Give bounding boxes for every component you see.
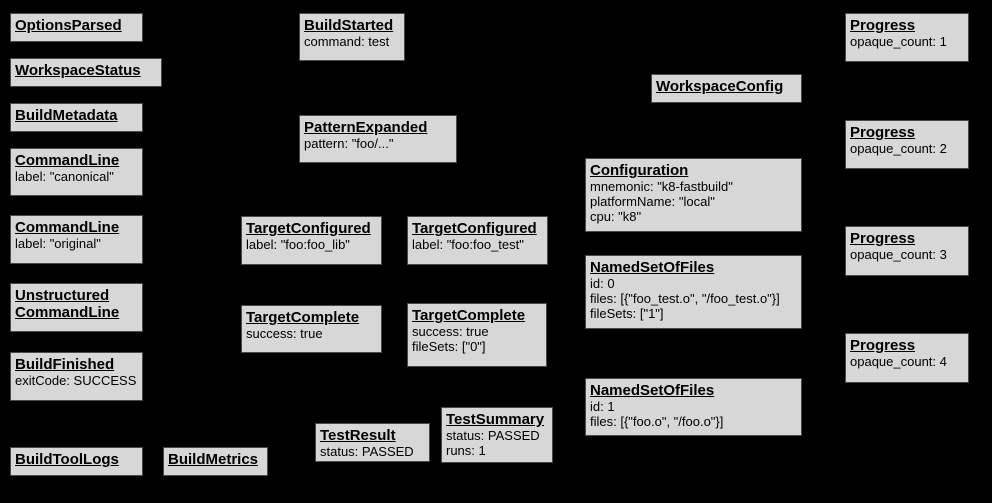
node-build-metadata: BuildMetadata: [10, 103, 143, 132]
node-field: id: 1: [590, 399, 615, 414]
node-title: TargetConfigured: [412, 220, 537, 237]
node-field: fileSets: ["1"]: [590, 306, 664, 321]
node-title: Progress: [850, 337, 916, 354]
node-field: fileSets: ["0"]: [412, 339, 486, 354]
node-title: BuildMetadata: [15, 107, 118, 124]
node-field: opaque_count: 3: [850, 247, 947, 262]
node-field: runs: 1: [446, 443, 486, 458]
node-workspace-config: WorkspaceConfig: [651, 74, 802, 103]
node-field: files: [{"foo.o", "/foo.o"}]: [590, 414, 724, 429]
node-field: files: [{"foo_test.o", "/foo_test.o"}]: [590, 291, 780, 306]
node-title: BuildMetrics: [168, 451, 259, 468]
node-field: platformName: "local": [590, 194, 715, 209]
node-field: opaque_count: 4: [850, 354, 947, 369]
node-title: Unstructured: [15, 287, 110, 304]
node-title: WorkspaceStatus: [15, 62, 141, 79]
node-field: label: "original": [15, 236, 101, 251]
node-title: WorkspaceConfig: [656, 78, 784, 95]
node-title: BuildFinished: [15, 356, 115, 373]
node-field: command: test: [304, 34, 390, 49]
node-title: Configuration: [590, 162, 689, 179]
node-title: CommandLine: [15, 304, 120, 321]
node-field: status: PASSED: [446, 428, 540, 443]
node-title: OptionsParsed: [15, 17, 122, 34]
node-field: success: true: [412, 324, 489, 339]
node-title: TestResult: [320, 427, 396, 444]
node-options-parsed: OptionsParsed: [10, 13, 143, 42]
node-build-metrics: BuildMetrics: [163, 447, 268, 476]
node-title: TargetConfigured: [246, 220, 371, 237]
node-title: BuildToolLogs: [15, 451, 119, 468]
node-field: label: "foo:foo_lib": [246, 237, 350, 252]
node-title: CommandLine: [15, 152, 120, 169]
node-field: mnemonic: "k8-fastbuild": [590, 179, 733, 194]
node-title: Progress: [850, 17, 916, 34]
node-field: success: true: [246, 326, 323, 341]
node-field: pattern: "foo/...": [304, 136, 394, 151]
node-field: cpu: "k8": [590, 209, 642, 224]
node-title: BuildStarted: [304, 17, 394, 34]
node-field: label: "canonical": [15, 169, 114, 184]
node-title: NamedSetOfFiles: [590, 259, 715, 276]
node-field: status: PASSED: [320, 444, 414, 459]
node-build-tool-logs: BuildToolLogs: [10, 447, 143, 476]
node-title: Progress: [850, 124, 916, 141]
node-title: NamedSetOfFiles: [590, 382, 715, 399]
node-field: label: "foo:foo_test": [412, 237, 524, 252]
node-title: CommandLine: [15, 219, 120, 236]
node-field: opaque_count: 2: [850, 141, 947, 156]
node-title: PatternExpanded: [304, 119, 428, 136]
node-field: opaque_count: 1: [850, 34, 947, 49]
node-field: id: 0: [590, 276, 615, 291]
node-workspace-status: WorkspaceStatus: [10, 58, 162, 87]
node-title: Progress: [850, 230, 916, 247]
node-title: TargetComplete: [412, 307, 526, 324]
node-title: TargetComplete: [246, 309, 360, 326]
node-title: TestSummary: [446, 411, 545, 428]
node-field: exitCode: SUCCESS: [15, 373, 137, 388]
